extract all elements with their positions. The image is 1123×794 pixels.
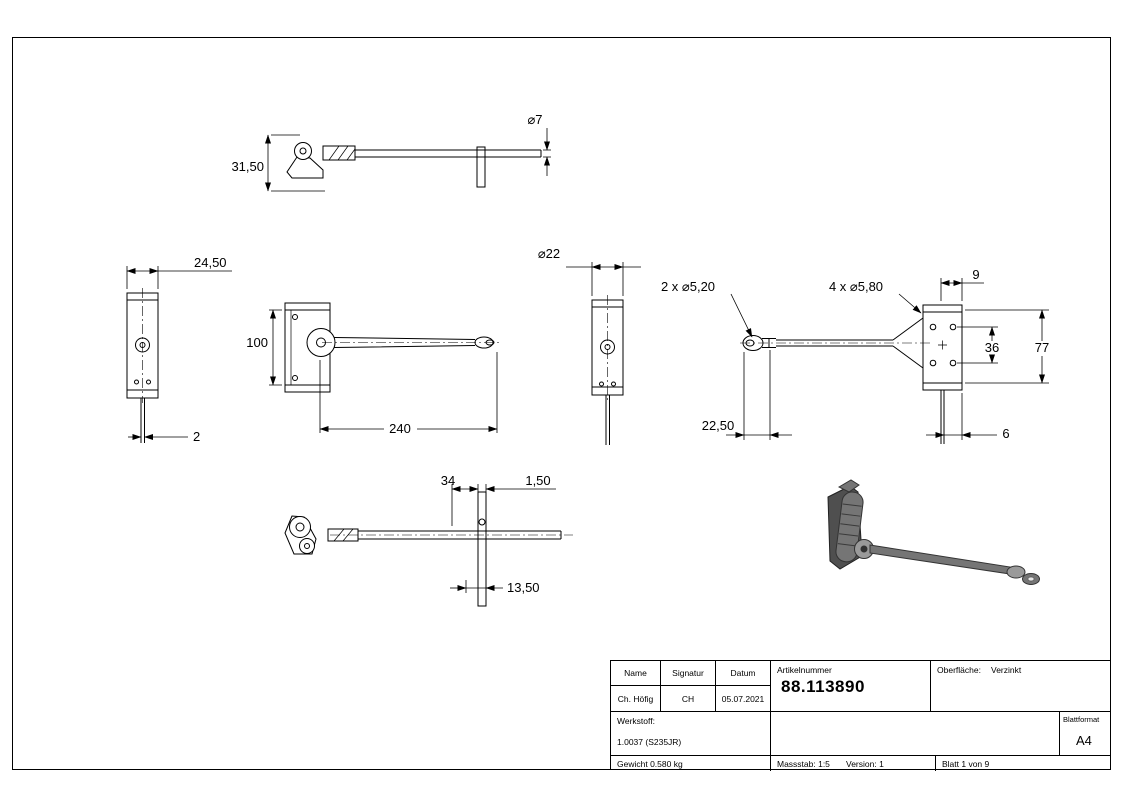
signatur-header: Signatur [672, 668, 704, 678]
datum-header-cell: Datum [716, 661, 771, 686]
dim-mount-holes: 4 x ⌀5,80 [829, 279, 922, 314]
dim-label: 36 [985, 340, 999, 355]
iso-top-ear [837, 479, 860, 493]
gewicht-cell: Gewicht 0.580 kg [611, 756, 771, 771]
view-end-middle: ⌀22 [538, 246, 641, 445]
flat-bar [605, 395, 610, 445]
title-block: Name Signatur Datum Ch. Höfig CH 05.07.2… [610, 660, 1111, 771]
dim-label: 2 [193, 429, 200, 444]
dim-34: 34 [441, 473, 479, 526]
artikelnummer-value: 88.113890 [781, 677, 865, 696]
dim-77: 77 [965, 309, 1049, 384]
massstab-value: Massstab: 1:5 [777, 759, 830, 769]
dim-100: 100 [246, 309, 282, 386]
dim-31-50: 31,50 [231, 134, 325, 192]
werkstoff-label: Werkstoff: [617, 716, 655, 726]
flat-bar [140, 398, 145, 443]
dim-label: 22,50 [702, 418, 735, 433]
dim-label: 34 [441, 473, 455, 488]
arm-taper [892, 317, 924, 369]
view-end-left: 24,50 2 [126, 255, 232, 444]
dim-label: 6 [1002, 426, 1009, 441]
dim-label: ⌀22 [538, 246, 560, 261]
signatur-value-cell: CH [661, 686, 716, 711]
spring-coupler [322, 145, 356, 161]
name-header-cell: Name [611, 661, 661, 686]
artikelnummer-cell: Artikelnummer 88.113890 [771, 661, 931, 711]
pivot-circle [294, 142, 312, 160]
dim-label: 77 [1035, 340, 1049, 355]
werkstoff-value: 1.0037 (S235JR) [617, 737, 682, 747]
signatur-value: CH [681, 693, 695, 704]
iso-arm [869, 544, 1011, 575]
view-front: 100 240 [246, 302, 502, 436]
blattformat-label: Blattformat [1063, 715, 1100, 724]
end-plate-side [476, 146, 486, 188]
dim-label: 2 x ⌀5,20 [661, 279, 715, 294]
blatt-cell: Blatt 1 von 9 [936, 756, 1111, 771]
hinge-bracket [286, 156, 324, 179]
arm [334, 337, 476, 348]
dim-label: 13,50 [507, 580, 540, 595]
dim-label: 24,50 [194, 255, 227, 270]
drawing-frame [12, 37, 1111, 770]
werkstoff-cell: Werkstoff: 1.0037 (S235JR) [611, 711, 771, 756]
name-header: Name [624, 668, 647, 678]
dim-6: 6 [926, 393, 1010, 441]
datum-value-cell: 05.07.2021 [716, 686, 771, 711]
iso-3d-view [827, 479, 1040, 585]
massstab-cell: Massstab: 1:5 Version: 1 [771, 756, 936, 771]
dim-rod-dia: ⌀7 [527, 112, 551, 176]
blattformat-value: A4 [1076, 733, 1092, 748]
flat-bar [940, 390, 945, 444]
dim-13-50: 13,50 [450, 580, 540, 595]
dim-label: ⌀7 [527, 112, 542, 127]
blattformat-cell: Blattformat A4 [1059, 711, 1111, 756]
version-value: Version: 1 [846, 759, 884, 769]
dim-240: 240 [319, 352, 498, 436]
artikelnummer-label: Artikelnummer [777, 665, 832, 675]
iso-fork [1006, 565, 1026, 579]
dim-label: 4 x ⌀5,80 [829, 279, 883, 294]
name-value-cell: Ch. Höfig [611, 686, 661, 711]
datum-header: Datum [730, 668, 756, 678]
oberflaeche-label: Oberfläche: [937, 665, 981, 675]
empty-cell [771, 711, 1059, 756]
rod [355, 149, 542, 158]
view-rear: 2 x ⌀5,20 4 x ⌀5,80 9 36 77 [661, 267, 1049, 444]
oberflaeche-value: Verzinkt [991, 665, 1022, 675]
view-side-elevation: 31,50 ⌀7 [231, 112, 551, 192]
dim-9: 9 [940, 267, 984, 301]
oberflaeche-cell: Oberfläche: Verzinkt [931, 661, 1111, 711]
dim-label: 240 [389, 421, 411, 436]
dim-1-50: 1,50 [485, 473, 556, 492]
dim-cyl-dia: ⌀22 [538, 246, 641, 296]
view-plan: 34 1,50 13,50 [284, 473, 573, 607]
dim-24-50: 24,50 [126, 255, 232, 289]
dim-label: 31,50 [231, 159, 264, 174]
name-value: Ch. Höfig [617, 693, 654, 704]
gewicht-value: Gewicht 0.580 kg [617, 759, 683, 769]
signatur-header-cell: Signatur [661, 661, 716, 686]
dim-label: 9 [972, 267, 979, 282]
dim-36: 36 [957, 326, 999, 364]
datum-value: 05.07.2021 [721, 693, 765, 704]
dim-22-50: 22,50 [702, 350, 792, 440]
blatt-value: Blatt 1 von 9 [942, 759, 990, 769]
dim-label: 1,50 [525, 473, 550, 488]
dim-label: 100 [246, 335, 268, 350]
dim-2: 2 [128, 429, 200, 444]
end-plate [477, 491, 487, 607]
arm [776, 339, 893, 347]
dim-fork-holes: 2 x ⌀5,20 [661, 279, 753, 338]
